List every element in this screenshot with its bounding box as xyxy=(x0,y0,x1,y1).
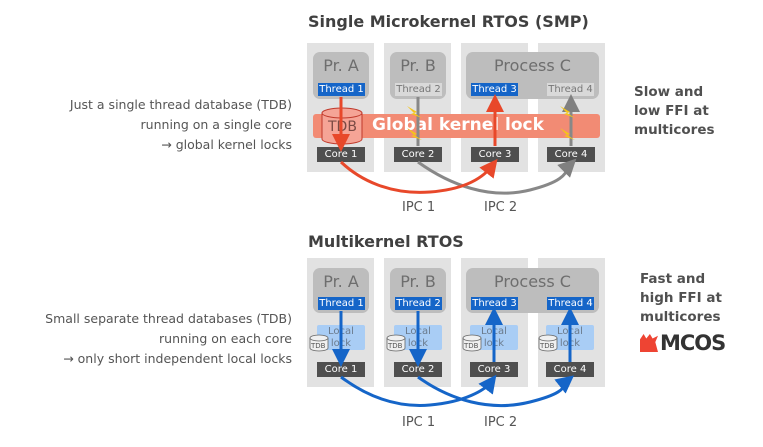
ipc-2-label: IPC 2 xyxy=(484,415,518,430)
bottom-title: Multikernel RTOS xyxy=(308,232,464,251)
top-description: Just a single thread database (TDB) runn… xyxy=(70,95,292,155)
process-label: Pr. A xyxy=(323,56,359,75)
thread-3: Thread 3 xyxy=(471,83,518,96)
thread-2: Thread 2 xyxy=(395,297,442,310)
process-label: Pr. A xyxy=(323,272,359,291)
thread-1: Thread 1 xyxy=(318,83,365,96)
thread-4: Thread 4 xyxy=(547,297,594,310)
ipc2-arrow xyxy=(417,158,577,195)
core-4: Core 4 xyxy=(547,147,595,162)
result-line: Fast and xyxy=(640,271,706,287)
core-1: Core 1 xyxy=(317,147,365,162)
tdb-label: TDB xyxy=(311,342,326,350)
desc-line: running on each core xyxy=(159,331,292,346)
process-label: Process C xyxy=(494,272,571,291)
core-4: Core 4 xyxy=(546,362,594,377)
tdb-label: TDB xyxy=(388,342,403,350)
process-label: Process C xyxy=(494,56,571,75)
core-3: Core 3 xyxy=(471,147,519,162)
thread-3: Thread 3 xyxy=(471,297,518,310)
process-label: Pr. B xyxy=(400,272,436,291)
ipc1-arrow xyxy=(339,158,498,194)
tdb-label: TDB xyxy=(540,342,555,350)
result-line: multicores xyxy=(640,309,721,325)
logo-burst-icon xyxy=(640,334,658,352)
core-1: Core 1 xyxy=(317,362,365,377)
core-2: Core 2 xyxy=(394,362,442,377)
result-line: multicores xyxy=(634,122,715,138)
result-line: high FFI at xyxy=(640,290,722,306)
core-2: Core 2 xyxy=(394,147,442,162)
desc-line: → global kernel locks xyxy=(161,137,292,152)
thread-1: Thread 1 xyxy=(318,297,365,310)
result-line: low FFI at xyxy=(634,103,709,119)
ipc1-arrow xyxy=(340,374,497,407)
top-title: Single Microkernel RTOS (SMP) xyxy=(308,12,589,31)
lightning-icons xyxy=(407,106,575,140)
emcos-logo: MCOS xyxy=(640,331,730,355)
ipc-2-label: IPC 2 xyxy=(484,200,518,215)
desc-line: Just a single thread database (TDB) xyxy=(69,97,292,112)
result-line: Slow and xyxy=(634,84,704,100)
core-3: Core 3 xyxy=(470,362,518,377)
desc-line: Small separate thread databases (TDB) xyxy=(45,311,292,326)
ipc2-arrow xyxy=(417,375,575,408)
thread-4: Thread 4 xyxy=(547,83,594,96)
bottom-description: Small separate thread databases (TDB) ru… xyxy=(45,309,292,369)
ipc-1-label: IPC 1 xyxy=(402,415,436,430)
global-kernel-lock-label: Global kernel lock xyxy=(372,115,544,135)
ipc-1-label: IPC 1 xyxy=(402,200,436,215)
desc-line: → only short independent local locks xyxy=(63,351,292,366)
process-label: Pr. B xyxy=(400,56,436,75)
tdb-label: TDB xyxy=(464,342,479,350)
top-result: Slow and low FFI at multicores xyxy=(634,83,715,140)
bottom-result: Fast and high FFI at multicores xyxy=(640,270,722,327)
thread-2: Thread 2 xyxy=(395,83,442,96)
tdb-small-icons xyxy=(309,334,558,352)
desc-line: running on a single core xyxy=(140,117,292,132)
